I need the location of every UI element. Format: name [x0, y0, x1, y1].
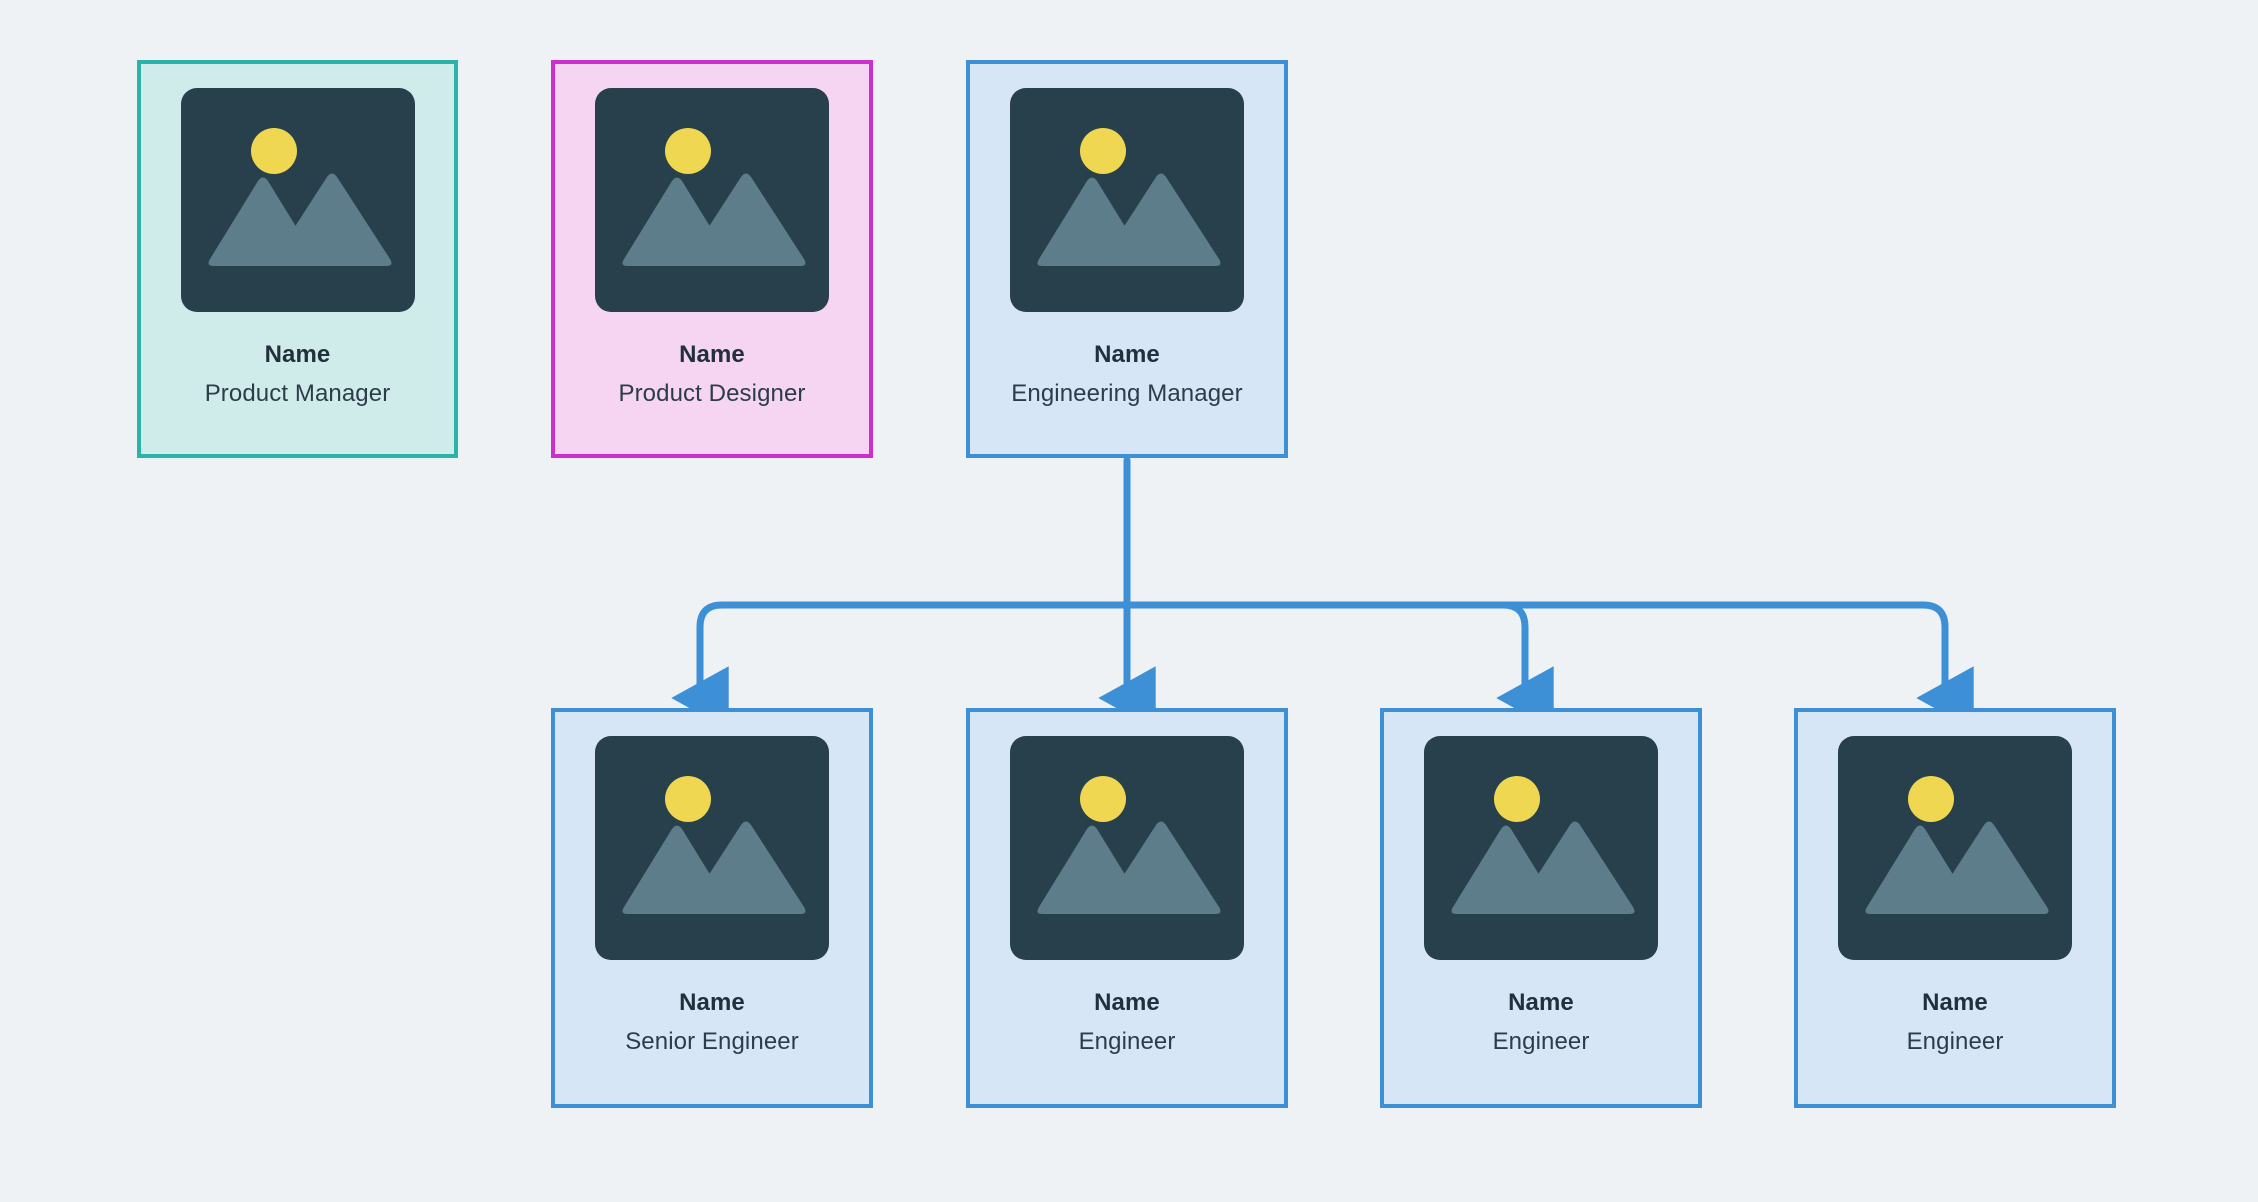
person-name: Name	[679, 989, 745, 1016]
connector-bus-left	[696, 601, 1131, 644]
person-name: Name	[1094, 341, 1160, 368]
photo-placeholder	[180, 88, 415, 312]
person-role: Engineer	[1492, 1028, 1590, 1055]
node-senior-engineer[interactable]: Name Senior Engineer	[551, 708, 873, 1108]
card-text: Name Product Manager	[141, 340, 454, 409]
card-text: Name Engineering Manager	[970, 340, 1284, 409]
person-role: Engineering Manager	[1011, 380, 1243, 407]
connector-drop-engineer-2	[1496, 601, 1554, 730]
sun-icon	[1494, 776, 1540, 822]
person-role: Engineer	[1078, 1028, 1176, 1055]
mountains-icon	[1451, 821, 1635, 914]
card-text: Name Engineer	[1384, 988, 1698, 1057]
person-name: Name	[264, 341, 331, 368]
mountains-icon	[622, 173, 806, 266]
person-role: Product Manager	[204, 380, 391, 407]
node-engineering-manager[interactable]: Name Engineering Manager	[966, 60, 1288, 458]
person-name: Name	[1508, 989, 1574, 1016]
card-text: Name Engineer	[970, 988, 1284, 1057]
photo-placeholder	[1010, 88, 1244, 312]
mountains-icon	[1037, 173, 1221, 266]
mountains-icon	[1037, 821, 1221, 914]
card-text: Name Engineer	[1798, 988, 2112, 1057]
connector-bus-right	[1123, 601, 1949, 644]
person-role: Product Designer	[618, 380, 806, 407]
photo-placeholder	[595, 88, 829, 312]
sun-icon	[1080, 776, 1126, 822]
person-name: Name	[1922, 989, 1988, 1016]
person-name: Name	[1094, 989, 1160, 1016]
sun-icon	[665, 128, 711, 174]
sun-icon	[665, 776, 711, 822]
node-engineer-3[interactable]: Name Engineer	[1794, 708, 2116, 1108]
card-text: Name Product Designer	[555, 340, 869, 409]
person-name: Name	[679, 341, 745, 368]
person-role: Engineer	[1906, 1028, 2004, 1055]
mountains-icon	[1865, 821, 2049, 914]
mountains-icon	[622, 821, 806, 914]
photo-placeholder	[1838, 736, 2072, 960]
sun-icon	[250, 128, 297, 174]
node-engineer-2[interactable]: Name Engineer	[1380, 708, 1702, 1108]
photo-placeholder	[1010, 736, 1244, 960]
node-engineer-1[interactable]: Name Engineer	[966, 708, 1288, 1108]
node-product-manager[interactable]: Name Product Manager	[137, 60, 458, 458]
person-role: Senior Engineer	[625, 1028, 799, 1055]
mountains-icon	[208, 173, 391, 266]
node-product-designer[interactable]: Name Product Designer	[551, 60, 873, 458]
card-text: Name Senior Engineer	[555, 988, 869, 1057]
photo-placeholder	[1424, 736, 1658, 960]
photo-placeholder	[595, 736, 829, 960]
sun-icon	[1080, 128, 1126, 174]
sun-icon	[1908, 776, 1954, 822]
